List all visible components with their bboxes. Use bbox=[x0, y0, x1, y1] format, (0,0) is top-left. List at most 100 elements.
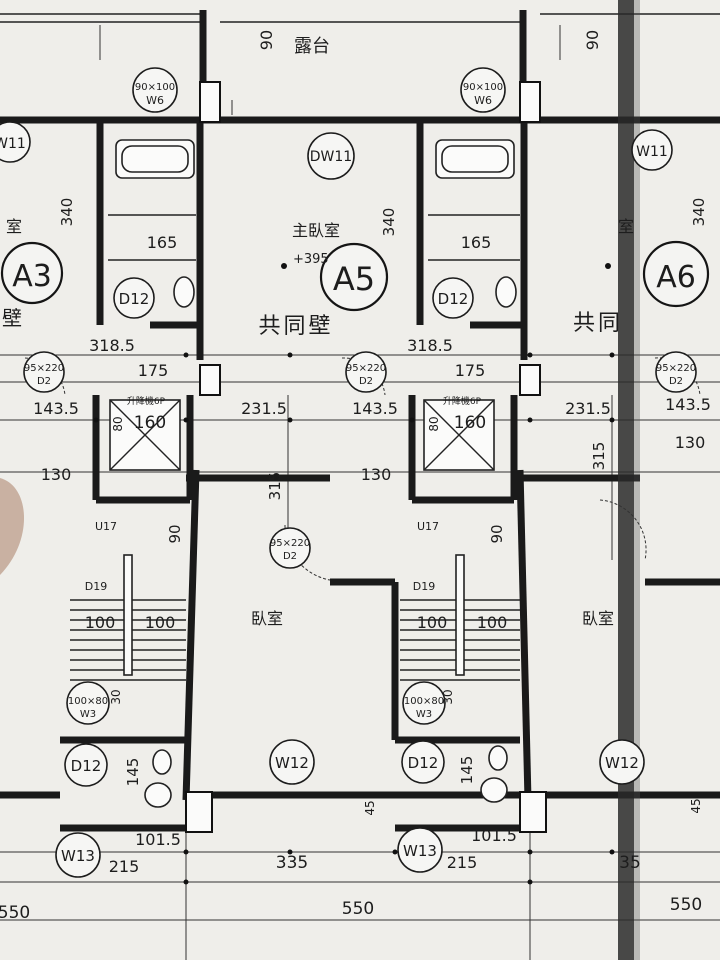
tag-circle-w3-right bbox=[402, 681, 446, 725]
dim-90-stair-left: 90 bbox=[166, 524, 184, 543]
dim-130-1: 130 bbox=[41, 465, 72, 484]
toilet-bottom-right bbox=[488, 745, 508, 771]
tag-w6-left: W6 bbox=[146, 94, 164, 107]
room-label-master-bedroom: 主臥室 bbox=[292, 221, 340, 240]
tag-d12-top-right: D12 bbox=[438, 290, 469, 308]
tag-w6-right-size: 90×100 bbox=[463, 82, 503, 93]
tag-circle-d2-3 bbox=[655, 351, 697, 393]
toilet-right bbox=[495, 276, 517, 308]
dim-100-2: 100 bbox=[145, 613, 176, 632]
tag-w3-right: W3 bbox=[416, 709, 432, 720]
elevators bbox=[109, 399, 495, 471]
unit-circles bbox=[0, 240, 710, 312]
dim-143-1: 143.5 bbox=[33, 399, 79, 418]
tag-circle-d12-top-left bbox=[113, 277, 155, 319]
dim-215-left: 215 bbox=[109, 857, 140, 876]
dim-550-right: 550 bbox=[670, 895, 702, 915]
tag-d12-top-left: D12 bbox=[119, 290, 150, 308]
dim-100-1: 100 bbox=[85, 613, 116, 632]
basin-bottom-left bbox=[144, 782, 172, 808]
dim-143-3: 143.5 bbox=[665, 395, 711, 414]
tag-d2-4-size: 95×220 bbox=[270, 538, 310, 549]
tag-d2-1-size: 95×220 bbox=[24, 363, 64, 374]
dim-215-right: 215 bbox=[447, 853, 478, 872]
dim-101-left: 101.5 bbox=[135, 830, 181, 849]
stair-right bbox=[400, 554, 520, 681]
tag-w3-left: W3 bbox=[80, 709, 96, 720]
dim-90-top-right: 90 bbox=[583, 30, 602, 50]
tag-w6-right: W6 bbox=[474, 94, 492, 107]
tag-circle-w3-left bbox=[66, 681, 110, 725]
tag-circles bbox=[0, 67, 697, 878]
dim-30-left: 30 bbox=[109, 689, 123, 704]
tag-d2-4: D2 bbox=[283, 551, 297, 562]
party-wall-label-right: 共同 bbox=[573, 311, 623, 336]
elevator-label-left: 升降機6P bbox=[127, 395, 166, 407]
tag-circle-d2-4 bbox=[269, 527, 311, 569]
dim-315-center: 315 bbox=[266, 472, 284, 501]
tag-w6-left-size: 90×100 bbox=[135, 82, 175, 93]
tag-circle-d12-bottom-right bbox=[401, 740, 445, 784]
tag-d12-bottom-left: D12 bbox=[71, 757, 102, 775]
dim-143-2: 143.5 bbox=[352, 399, 398, 418]
tag-d2-3-size: 95×220 bbox=[656, 363, 696, 374]
tag-circle-w13-left bbox=[55, 832, 101, 878]
tag-w12-center: W12 bbox=[275, 754, 309, 772]
dim-340-center: 340 bbox=[380, 208, 398, 237]
room-label-bedroom-right: 臥室 bbox=[582, 609, 614, 628]
toilet-bottom-left bbox=[152, 749, 172, 775]
tag-circle-d2-1 bbox=[23, 351, 65, 393]
tag-dw11: DW11 bbox=[310, 149, 352, 165]
dim-30-right: 30 bbox=[441, 689, 455, 704]
dim-90-top-left: 90 bbox=[257, 30, 276, 50]
dim-340-left: 340 bbox=[58, 198, 76, 227]
tag-d2-2-size: 95×220 bbox=[346, 363, 386, 374]
unit-label-a3: A3 bbox=[12, 259, 52, 294]
dim-340-right: 340 bbox=[690, 198, 708, 227]
dim-335-right: 35 bbox=[619, 853, 641, 873]
room-label-balcony: 露台 bbox=[294, 36, 330, 57]
tag-d2-2: D2 bbox=[359, 376, 373, 387]
tag-u17-right: U17 bbox=[417, 520, 439, 533]
tag-w13-right: W13 bbox=[403, 842, 437, 860]
tag-d2-1: D2 bbox=[37, 376, 51, 387]
unit-circle-a6 bbox=[642, 240, 710, 308]
tag-w12-right: W12 bbox=[605, 754, 639, 772]
tag-w13-left: W13 bbox=[61, 847, 95, 865]
tag-circle-w6-left bbox=[132, 67, 178, 113]
party-wall-label-center: 共同壁 bbox=[258, 314, 333, 339]
dim-45-center: 45 bbox=[363, 800, 377, 815]
tag-circle-w6-right bbox=[460, 67, 506, 113]
dim-45-right: 45 bbox=[689, 798, 703, 813]
tag-w3-left-size: 100×80 bbox=[68, 696, 108, 707]
tag-d12-bottom-right: D12 bbox=[408, 754, 439, 772]
dim-100-4: 100 bbox=[477, 613, 508, 632]
print-noise-band bbox=[618, 0, 634, 960]
dim-145-right: 145 bbox=[458, 756, 476, 785]
unit-label-a5: A5 bbox=[333, 260, 375, 298]
dim-318-right: 318.5 bbox=[407, 336, 453, 355]
tag-u17-left: U17 bbox=[95, 520, 117, 533]
tag-circle-w11-left bbox=[0, 121, 31, 163]
dim-315-right: 315 bbox=[590, 442, 608, 471]
dim-231-2: 231.5 bbox=[565, 399, 611, 418]
tag-w3-right-size: 100×80 bbox=[404, 696, 444, 707]
room-label-right-partial: 室 bbox=[618, 217, 634, 236]
room-label-left-partial: 室 bbox=[6, 217, 22, 236]
dim-550-center: 550 bbox=[342, 899, 374, 919]
dim-80-left: 80 bbox=[111, 416, 125, 431]
tag-circle-d12-bottom-left bbox=[64, 743, 108, 787]
dim-130-3: 130 bbox=[675, 433, 706, 452]
columns bbox=[185, 81, 547, 833]
room-label-bedroom-center: 臥室 bbox=[251, 609, 283, 628]
stair-left bbox=[70, 554, 186, 681]
dim-318-left: 318.5 bbox=[89, 336, 135, 355]
dim-101-right: 101.5 bbox=[471, 826, 517, 845]
tag-circle-w11-right bbox=[631, 129, 673, 171]
tag-w11-left: W11 bbox=[0, 136, 26, 152]
tag-d2-3: D2 bbox=[669, 376, 683, 387]
dim-231-1: 231.5 bbox=[241, 399, 287, 418]
dim-335-center: 335 bbox=[276, 853, 308, 873]
basin-bottom-right bbox=[480, 777, 508, 803]
dim-175-left: 175 bbox=[138, 361, 169, 380]
